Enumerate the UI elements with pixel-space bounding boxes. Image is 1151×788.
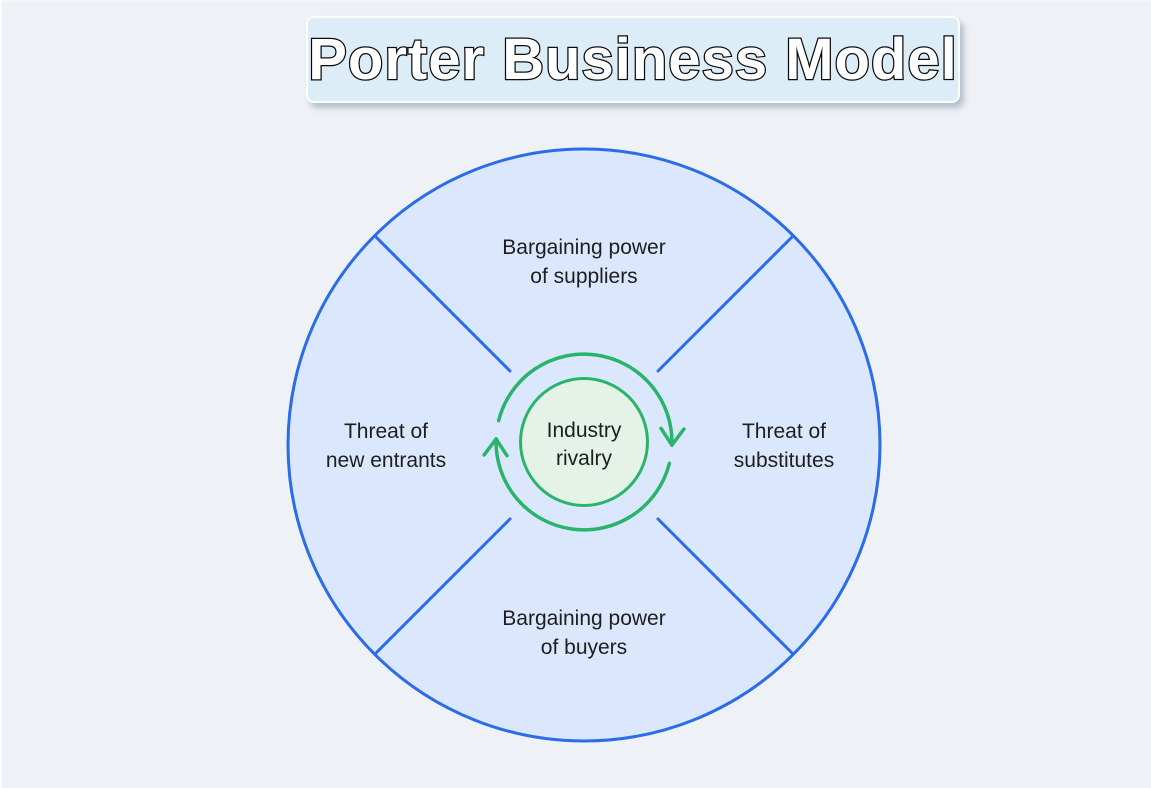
label-industry-rivalry: Industry rivalry [547,417,622,473]
divider-top-right [656,234,795,373]
label-bargaining-power-of-buyers: Bargaining power of buyers [502,604,665,662]
rotation-arc-top [496,352,674,447]
label-line: of buyers [540,636,628,659]
title-box: Porter Business Model [306,16,960,103]
label-line: Threat of [343,420,429,443]
divider-bottom-right [656,517,795,656]
label-line: Threat of [741,420,827,443]
label-line: Bargaining power [502,236,666,259]
label-line: of suppliers [530,265,638,288]
label-threat-of-new-entrants: Threat of new entrants [326,417,446,475]
label-line: rivalry [555,447,612,470]
rotation-arc-bottom [494,437,672,532]
label-line: Bargaining power [502,607,666,630]
center-circle [519,377,649,507]
page-title: Porter Business Model [307,26,958,92]
arrow-down-icon [659,426,686,447]
label-line: new entrants [325,449,447,472]
label-threat-of-substitutes: Threat of substitutes [734,417,834,475]
label-line: substitutes [733,449,835,472]
label-bargaining-power-of-suppliers: Bargaining power of suppliers [502,233,665,291]
arrow-up-icon [482,437,509,458]
divider-top-left [373,234,512,373]
label-line: Industry [546,419,622,442]
divider-bottom-left [373,517,512,656]
